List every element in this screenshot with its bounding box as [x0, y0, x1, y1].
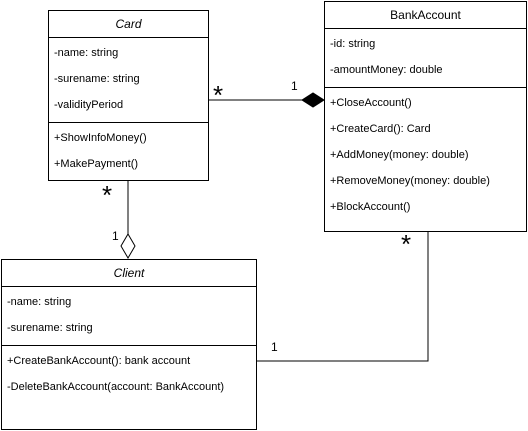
aggregation-diamond-icon [120, 233, 136, 259]
card-attribute: -validityPeriod [54, 99, 124, 111]
card-attribute: -surename: string [54, 73, 140, 85]
client-class[interactable]: Client -name: string -surename: string +… [1, 259, 257, 430]
bank-account-attributes: -id: string -amountMoney: double [325, 29, 526, 88]
client-operations: +CreateBankAccount(): bank account -Dele… [2, 346, 256, 404]
client-class-name: Client [2, 260, 256, 287]
client-attribute: -surename: string [7, 322, 93, 334]
card-operation: +ShowInfoMoney() [54, 132, 147, 144]
bank-account-operations: +CloseAccount() +CreateCard(): Card +Add… [325, 88, 526, 224]
card-attribute: -name: string [54, 47, 119, 59]
bank-account-operation: +CloseAccount() [330, 97, 412, 109]
bank-account-attribute: -id: string [330, 38, 376, 50]
card-operation: +MakePayment() [54, 158, 139, 170]
card-client-card-multiplicity: * [102, 180, 113, 210]
card-bank-card-multiplicity: * [213, 80, 224, 110]
card-client-client-multiplicity: 1 [112, 229, 119, 243]
composition-diamond-icon [301, 92, 325, 108]
bank-account-class-name: BankAccount [325, 2, 526, 29]
bank-account-class[interactable]: BankAccount -id: string -amountMoney: do… [324, 1, 527, 232]
bank-client-association-line [256, 232, 429, 362]
client-operation: +CreateBankAccount(): bank account [7, 355, 191, 367]
bank-account-operation: +AddMoney(money: double) [330, 149, 469, 161]
card-attributes: -name: string -surename: string -validit… [49, 38, 208, 123]
card-class[interactable]: Card -name: string -surename: string -va… [48, 10, 209, 181]
card-class-name: Card [49, 11, 208, 38]
bank-client-bank-multiplicity: * [401, 229, 412, 259]
bank-account-operation: +BlockAccount() [330, 201, 411, 213]
bank-account-operation: +CreateCard(): Card [330, 123, 431, 135]
bank-account-attribute: -amountMoney: double [330, 64, 443, 76]
card-bank-bank-multiplicity: 1 [291, 79, 298, 93]
client-operation: -DeleteBankAccount(account: BankAccount) [7, 381, 225, 393]
client-attribute: -name: string [7, 296, 72, 308]
card-operations: +ShowInfoMoney() +MakePayment() [49, 123, 208, 181]
client-attributes: -name: string -surename: string [2, 287, 256, 346]
bank-account-operation: +RemoveMoney(money: double) [330, 175, 490, 187]
bank-client-client-multiplicity: 1 [271, 340, 278, 354]
